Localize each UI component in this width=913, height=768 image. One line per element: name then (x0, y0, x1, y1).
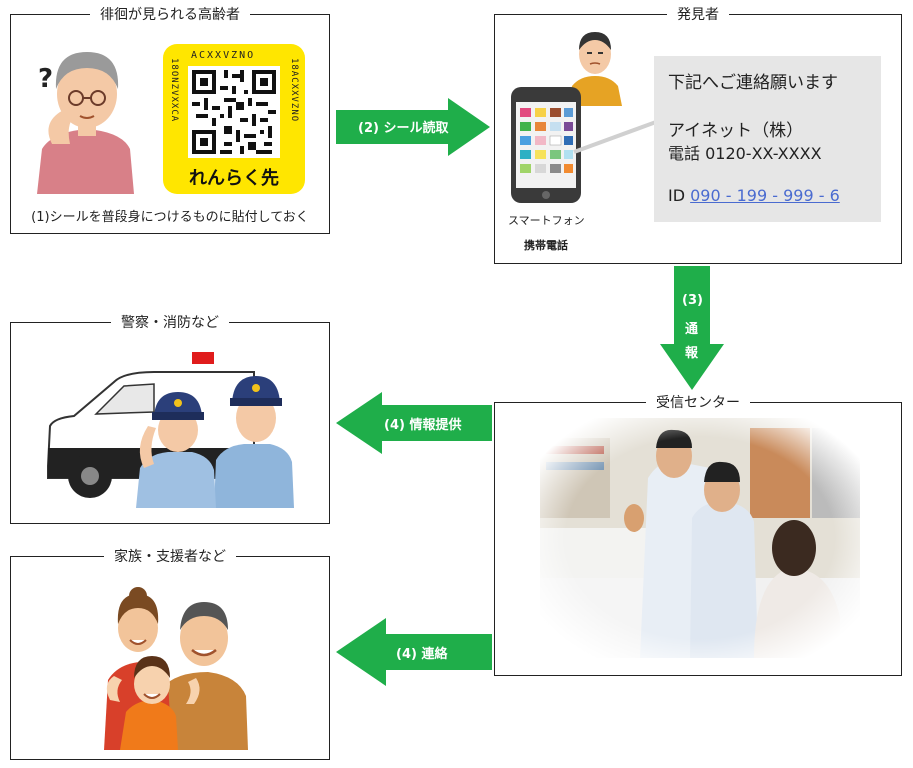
family-illustration (104, 587, 248, 750)
finder-person-illustration (568, 32, 622, 106)
police-box-title: 警察・消防など (111, 312, 229, 332)
center-box-title: 受信センター (646, 392, 750, 412)
smartphone-icon (511, 87, 581, 203)
elderly-caption: (1)シールを普段身につけるものに貼付しておく (31, 210, 309, 225)
qr-label: れんらく先 (189, 168, 279, 189)
police-car-and-officers-illustration (47, 352, 294, 508)
arrow-read-sticker-label: (2) シール読取 (358, 121, 449, 136)
arrow-info-provide-label: (4) 情報提供 (384, 418, 462, 433)
arrow-report-char-2: 報 (685, 346, 699, 361)
qr-code-icon (188, 66, 280, 158)
card-id-line: ID 090 - 199 - 999 - 6 (668, 186, 840, 205)
arrow-contact-label: (4) 連絡 (396, 647, 448, 662)
card-request-text: 下記へご連絡願います (668, 73, 838, 93)
finder-box-title: 発見者 (667, 4, 729, 24)
arrow-report (660, 266, 724, 390)
card-phone-number: 電話 0120-XX-XXXX (668, 144, 822, 163)
elderly-person-illustration (37, 52, 134, 194)
card-id-link[interactable]: 090 - 199 - 999 - 6 (690, 186, 840, 205)
arrow-report-num: (3) (682, 293, 703, 308)
arrow-report-char-1: 通 (685, 322, 699, 337)
qr-left-code: 18ONZVXXCA (169, 58, 179, 123)
call-center-photo (540, 418, 860, 658)
qr-right-code: 18ACXXVZNO (289, 58, 299, 123)
arrow-info-provide (336, 392, 492, 454)
question-mark: ? (38, 64, 54, 94)
qr-sticker: 18ONZVXXCA 18ACXXVZNO ACXXVZNO れんらく先 (163, 44, 305, 194)
contact-info-card: 下記へご連絡願います アイネット（株） 電話 0120-XX-XXXX ID 0… (654, 56, 881, 222)
family-box-title: 家族・支援者など (104, 546, 236, 566)
phone-card-connector (573, 120, 657, 154)
card-company-name: アイネット（株） (668, 121, 804, 141)
qr-top-code: ACXXVZNO (191, 50, 256, 61)
card-id-prefix: ID (668, 186, 691, 205)
elderly-box-title: 徘徊が見られる高齢者 (90, 4, 250, 24)
arrow-read-sticker (336, 98, 490, 156)
phone-label-mobile: 携帯電話 (524, 239, 568, 252)
arrow-contact (336, 618, 492, 686)
phone-label-smartphone: スマートフォン (508, 214, 585, 227)
